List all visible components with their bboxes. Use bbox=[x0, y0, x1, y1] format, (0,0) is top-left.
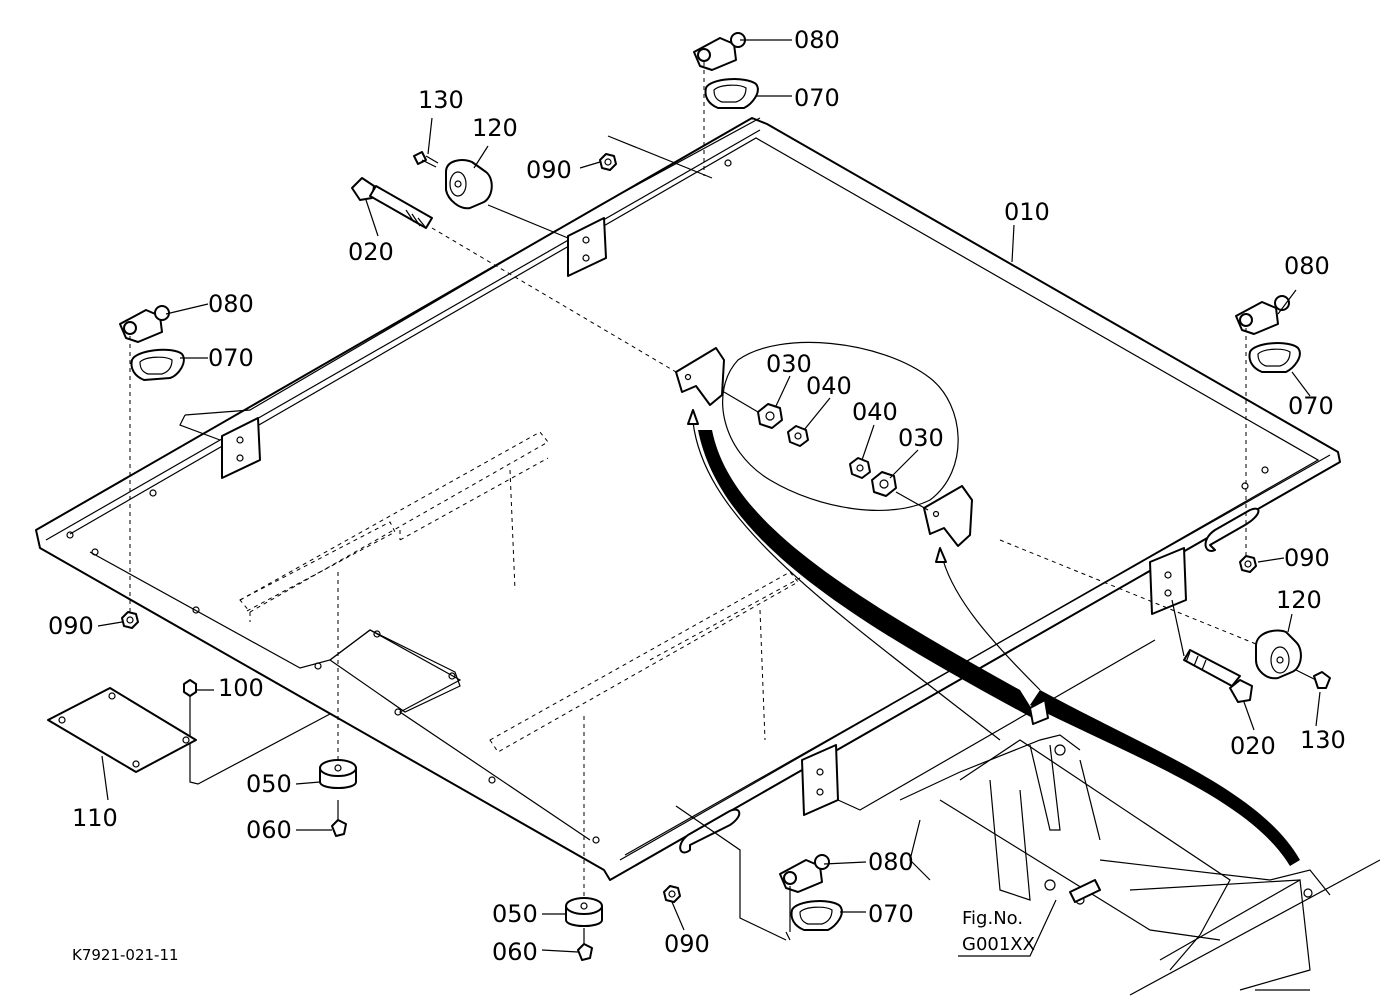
fig-ref-line2: G001XX bbox=[962, 934, 1035, 955]
nut-090-bottom bbox=[663, 885, 681, 903]
bolt-020-top bbox=[351, 177, 433, 229]
label-020-right: 020 bbox=[1230, 732, 1276, 760]
mount-bracket-left bbox=[675, 347, 725, 406]
label-030-b: 030 bbox=[898, 424, 944, 452]
rear-bracket-mid bbox=[567, 217, 607, 277]
floor-plate bbox=[328, 629, 461, 713]
crossmembers bbox=[239, 431, 801, 753]
frame-handle-right bbox=[1204, 507, 1260, 552]
cover-plate-110 bbox=[47, 687, 197, 773]
detail-arrow-left bbox=[692, 421, 1001, 741]
cable-band-lower bbox=[1030, 690, 1300, 866]
label-050-left: 050 bbox=[246, 770, 292, 798]
nut-030-a bbox=[757, 403, 783, 429]
bolt-axis-right-2 bbox=[1171, 599, 1185, 657]
washer-040-b bbox=[849, 457, 871, 479]
label-070-bottom: 070 bbox=[868, 900, 914, 928]
loop-070-right bbox=[1248, 342, 1301, 373]
collar-120-top bbox=[445, 159, 493, 210]
nut-090-top bbox=[599, 153, 617, 171]
label-030-a: 030 bbox=[766, 350, 812, 378]
bracket-axis-left bbox=[723, 391, 759, 413]
guide-line-bottom bbox=[675, 805, 787, 941]
detail-bubble bbox=[722, 341, 959, 512]
bolt-060-right bbox=[577, 928, 593, 961]
label-040-a: 040 bbox=[806, 372, 852, 400]
label-110: 110 bbox=[72, 804, 118, 832]
fig-ref-line1: Fig.No. bbox=[962, 908, 1023, 929]
leader-lines bbox=[97, 39, 1321, 957]
label-090-right: 090 bbox=[1284, 544, 1330, 572]
nut-090-left bbox=[121, 611, 139, 629]
bolt-020-right bbox=[1183, 649, 1253, 703]
label-090-left: 090 bbox=[48, 612, 94, 640]
label-020-top: 020 bbox=[348, 238, 394, 266]
label-080-left: 080 bbox=[208, 290, 254, 318]
bolt-axis-right bbox=[999, 539, 1257, 645]
clip-080-top bbox=[693, 32, 746, 71]
plate-axis bbox=[189, 713, 331, 785]
collar-axis-top bbox=[487, 204, 569, 239]
label-070-left: 070 bbox=[208, 344, 254, 372]
screw-130-top bbox=[413, 151, 439, 168]
label-080-bottom: 080 bbox=[868, 848, 914, 876]
mount-050-left bbox=[319, 759, 357, 789]
side-bracket-guard bbox=[837, 639, 1156, 811]
mount-050-right bbox=[565, 897, 603, 927]
bracket-axis-right bbox=[895, 491, 929, 511]
loop-070-bottom bbox=[790, 900, 843, 931]
side-bracket-rear bbox=[1149, 547, 1187, 615]
cable-band bbox=[698, 430, 1040, 722]
rear-bracket-left bbox=[221, 417, 261, 479]
washer-040-a bbox=[787, 425, 809, 447]
label-090-bottom: 090 bbox=[664, 930, 710, 958]
label-100: 100 bbox=[218, 674, 264, 702]
screw-100 bbox=[183, 679, 197, 716]
clip-080-bottom bbox=[779, 854, 830, 893]
bolt-060-left bbox=[331, 800, 347, 837]
label-060-left: 060 bbox=[246, 816, 292, 844]
guide-line-top bbox=[607, 135, 713, 179]
label-070-right: 070 bbox=[1288, 392, 1334, 420]
label-070-top: 070 bbox=[794, 84, 840, 112]
detail-arrow-right bbox=[942, 559, 1041, 691]
label-040-b: 040 bbox=[852, 398, 898, 426]
clip-080-left bbox=[119, 305, 170, 343]
clip-080-right bbox=[1235, 295, 1290, 335]
drawing-code: K7921-021-11 bbox=[72, 946, 179, 964]
loop-070-left bbox=[130, 348, 185, 381]
collar-120-right bbox=[1255, 629, 1302, 680]
label-130-right: 130 bbox=[1300, 726, 1346, 754]
loop-070-top bbox=[704, 78, 759, 109]
screw-130-right bbox=[1295, 669, 1331, 689]
frame-010 bbox=[35, 117, 1341, 881]
label-080-top: 080 bbox=[794, 26, 840, 54]
label-050-right: 050 bbox=[492, 900, 538, 928]
label-080-right: 080 bbox=[1284, 252, 1330, 280]
label-060-right: 060 bbox=[492, 938, 538, 966]
label-010: 010 bbox=[1004, 198, 1050, 226]
chassis-fragment bbox=[899, 699, 1380, 996]
label-090-top: 090 bbox=[526, 156, 572, 184]
clip-axis-bottom bbox=[785, 886, 791, 941]
frame-handle-front bbox=[679, 808, 741, 854]
nut-090-right bbox=[1239, 555, 1257, 573]
mount-bracket-right bbox=[923, 485, 973, 547]
label-120-right: 120 bbox=[1276, 586, 1322, 614]
label-130-top: 130 bbox=[418, 86, 464, 114]
label-120-top: 120 bbox=[472, 114, 518, 142]
